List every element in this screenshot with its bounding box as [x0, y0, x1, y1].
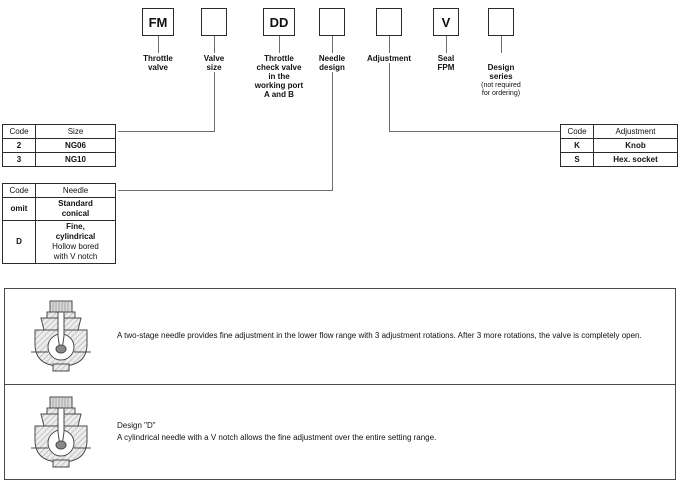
label-throttle-check-valve: Throttle check valve in the working port… — [254, 54, 304, 99]
table-row: 2 NG06 — [3, 138, 115, 152]
table-row: D Fine, cylindrical Hollow bored with V … — [3, 220, 115, 263]
size-header-size: Size — [35, 125, 115, 138]
order-box-seal-fpm: V — [433, 8, 459, 36]
size-value-cell: NG10 — [35, 153, 115, 166]
needle-code-cell: D — [16, 237, 22, 246]
needle-table: Code Needle omit Standard conical D Fine… — [2, 183, 116, 264]
note-text-block: A two-stage needle provides fine adjustm… — [117, 289, 675, 384]
valve-cross-section-drawing — [5, 289, 117, 384]
adjustment-header-code: Code — [567, 126, 587, 136]
order-box-design-series — [488, 8, 514, 36]
valve-cross-section-icon — [30, 300, 92, 372]
label-valve-size: Valve size — [203, 54, 225, 72]
needle-value-sub: Hollow bored with V notch — [52, 242, 99, 261]
needle-value-main: Standard conical — [58, 199, 93, 218]
table-row: 3 NG10 — [3, 152, 115, 166]
valve-cross-section-drawing — [5, 385, 117, 480]
connector-line-size — [214, 72, 215, 132]
adjustment-table: Code Adjustment K Knob S Hex. socket — [560, 124, 678, 167]
note-title: Design "D" — [117, 420, 156, 430]
order-box-adjustment — [376, 8, 402, 36]
size-code-cell: 2 — [16, 140, 22, 150]
order-box-needle-design — [319, 8, 345, 36]
note-text: A two-stage needle provides fine adjustm… — [117, 331, 642, 341]
adjustment-code-cell: K — [574, 140, 580, 150]
size-value-cell: NG06 — [35, 139, 115, 152]
size-table: Code Size 2 NG06 3 NG10 — [2, 124, 116, 167]
label-throttle-valve: Throttle valve — [143, 54, 173, 72]
connector-line — [501, 36, 502, 53]
connector-line-adjustment — [389, 63, 390, 132]
note-design-d: Design "D" A cylindrical needle with a V… — [5, 385, 675, 480]
connector-line — [389, 36, 390, 53]
connector-line — [279, 36, 280, 53]
label-adjustment: Adjustment — [367, 54, 411, 63]
table-row: omit Standard conical — [3, 197, 115, 220]
table-row: S Hex. socket — [561, 152, 677, 166]
size-table-header-row: Code Size — [3, 125, 115, 138]
adjustment-value-cell: Hex. socket — [593, 153, 677, 166]
note-text-block: Design "D" A cylindrical needle with a V… — [117, 385, 675, 480]
adjustment-code-cell: S — [574, 154, 580, 164]
size-code-cell: 3 — [16, 154, 22, 164]
note-two-stage-needle: A two-stage needle provides fine adjustm… — [5, 289, 675, 385]
label-seal-fpm: Seal FPM — [437, 54, 455, 72]
label-needle-design: Needle design — [318, 54, 346, 72]
note-text: A cylindrical needle with a V notch allo… — [117, 432, 437, 442]
needle-value-cell: Standard conical — [35, 198, 115, 220]
connector-line-needle — [332, 72, 333, 191]
order-box-valve-size — [201, 8, 227, 36]
needle-value-main: Fine, cylindrical — [55, 222, 96, 241]
needle-header-code: Code — [9, 185, 29, 195]
order-box-throttle-check-valve: DD — [263, 8, 295, 36]
needle-table-header-row: Code Needle — [3, 184, 115, 197]
order-box-throttle-valve: FM — [142, 8, 174, 36]
needle-header-needle: Needle — [35, 184, 115, 197]
label-design-series-note: (not required for ordering) — [481, 82, 521, 97]
needle-code-cell: omit — [10, 204, 28, 213]
connector-line-needle — [118, 190, 333, 191]
adjustment-value-cell: Knob — [593, 139, 677, 152]
connector-line — [158, 36, 159, 53]
size-header-code: Code — [9, 126, 29, 136]
connector-line — [332, 36, 333, 53]
needle-notes-panel: A two-stage needle provides fine adjustm… — [4, 288, 676, 480]
label-design-series-main: Design series — [487, 63, 515, 81]
connector-line-size — [118, 131, 215, 132]
label-design-series: Design series (not required for ordering… — [461, 54, 541, 107]
connector-line-adjustment — [389, 131, 561, 132]
valve-cross-section-icon — [30, 396, 92, 468]
adjustment-table-header-row: Code Adjustment — [561, 125, 677, 138]
table-row: K Knob — [561, 138, 677, 152]
connector-line — [214, 36, 215, 53]
needle-value-cell: Fine, cylindrical Hollow bored with V no… — [35, 221, 115, 263]
adjustment-header-adjustment: Adjustment — [593, 125, 677, 138]
connector-line — [446, 36, 447, 53]
